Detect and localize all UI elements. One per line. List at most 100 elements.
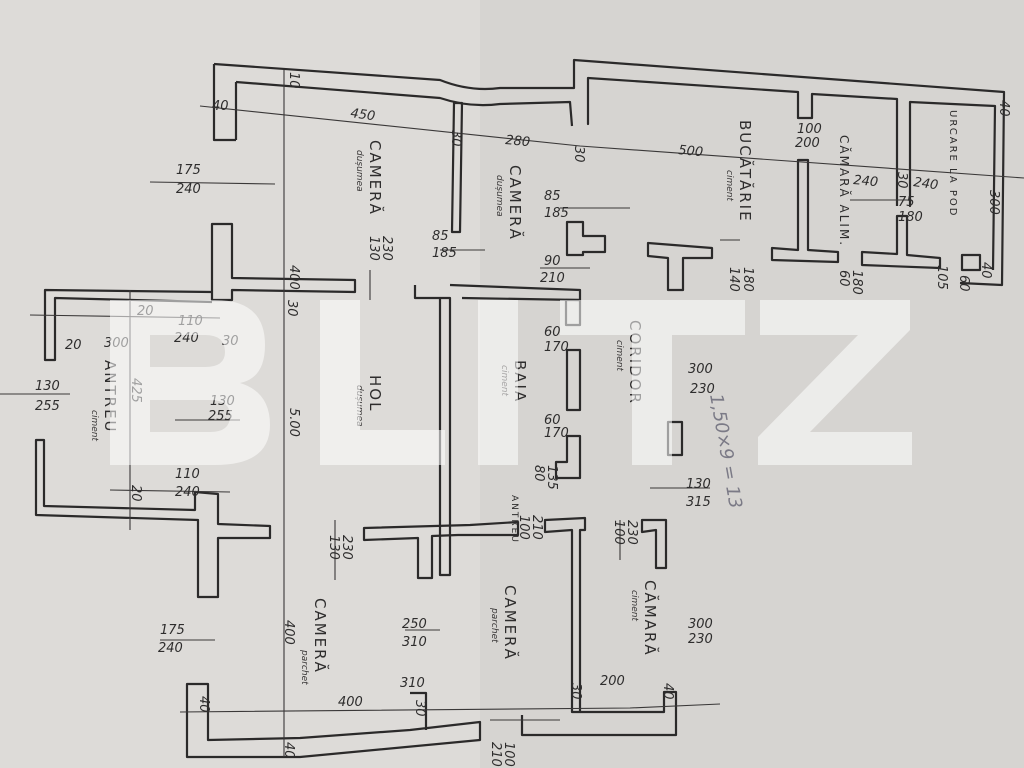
- dimension-label: 300: [986, 190, 1001, 215]
- wall-camera-divider: [450, 101, 464, 234]
- dimension-label: 30: [448, 130, 463, 147]
- dimension-label: 100: [516, 515, 531, 540]
- dimension-label: 230: [624, 520, 639, 545]
- wall-antreu: [43, 288, 213, 362]
- dimension-label: 85: [432, 229, 449, 244]
- wall-bottom-left: [34, 438, 272, 599]
- room-camera-bottom-mid: CAMERĂ: [501, 585, 520, 661]
- dimension-label: 315: [686, 495, 711, 510]
- floor-type: dușumea: [354, 150, 364, 192]
- dimension-label: 170: [544, 426, 569, 441]
- dimension-label: 280: [505, 133, 531, 150]
- dimension-label: 105: [934, 265, 949, 290]
- room-camera-top-mid: CAMERĂ: [506, 165, 525, 241]
- dimension-label: 60: [836, 270, 851, 287]
- dimension-label: 180: [849, 270, 864, 295]
- dimension-label: 10: [286, 72, 301, 89]
- dimension-label: 130: [686, 477, 711, 492]
- dimension-label: 175: [176, 163, 201, 178]
- dimension-label: 130: [326, 535, 341, 560]
- wall-left-window-pier: [210, 64, 357, 302]
- dimension-label: 135: [544, 465, 559, 490]
- paper-fold: [480, 0, 1024, 768]
- watermark-letter-i: [478, 300, 518, 465]
- dimension-label: 210: [488, 742, 503, 767]
- floor-type: parchet: [299, 649, 309, 685]
- dimension-label: 75: [898, 195, 915, 210]
- dimension-label: 40: [978, 262, 993, 279]
- dimension-label: 30: [284, 300, 299, 317]
- dimension-label: 240: [912, 175, 939, 193]
- dimension-label: 230: [690, 382, 715, 397]
- dimension-label: 30: [568, 683, 583, 700]
- dimension-label: 40: [281, 742, 296, 759]
- wall-kitchen-bottom: [770, 158, 982, 272]
- dimension-label: 80: [531, 465, 546, 482]
- watermark-logo: [110, 300, 912, 465]
- dimension-label: 180: [898, 210, 923, 225]
- watermark-letter-z: [758, 300, 912, 465]
- dimension-label: 60: [956, 275, 971, 292]
- dimension-label: 100: [501, 742, 516, 767]
- room-camara-alim: CĂMARĂ ALIM.: [837, 135, 852, 247]
- room-antreu-small: ANTREU: [509, 495, 519, 544]
- dimension-label: 240: [176, 182, 201, 197]
- dimension-label: 300: [688, 362, 713, 377]
- dimension-label: 450: [349, 106, 376, 124]
- dimension-label: 240: [158, 641, 183, 656]
- floor-type: dușumea: [494, 175, 504, 217]
- room-camara-bottom: CĂMARĂ: [641, 580, 660, 657]
- dimension-label: 40: [660, 683, 675, 700]
- dimension-label: 170: [544, 340, 569, 355]
- floor-type: ciment: [89, 410, 99, 441]
- wall-top-left: [213, 58, 1006, 287]
- dimension-label: 180: [740, 267, 755, 292]
- dimension-label: 40: [996, 100, 1011, 117]
- dimension-label: 100: [797, 122, 822, 137]
- dimension-label: 60: [544, 413, 561, 428]
- dimension-label: 255: [35, 399, 60, 414]
- dimension-label: 130: [366, 236, 381, 261]
- room-labels: CAMERĂ dușumea CAMERĂ dușumea BUCĂTĂRIE …: [89, 110, 958, 685]
- dimension-label: 90: [544, 254, 561, 269]
- floor-type: ciment: [629, 590, 639, 621]
- dimension-label: 200: [600, 674, 625, 689]
- dimension-label: 300: [688, 617, 713, 632]
- dimension-label: 30: [412, 700, 427, 717]
- dimension-label: 30: [571, 146, 586, 163]
- dimension-label: 100: [611, 520, 626, 545]
- dimension-label: 185: [432, 246, 457, 261]
- floor-type: ciment: [724, 170, 734, 201]
- wall-baia-door: [565, 220, 607, 257]
- dimension-label: 175: [160, 623, 185, 638]
- dimension-label: 400: [338, 695, 363, 710]
- dimension-label: 230: [688, 632, 713, 647]
- wall-hol-right: [413, 283, 582, 577]
- dimension-label: 60: [544, 325, 561, 340]
- dimension-label: 255: [208, 409, 233, 424]
- dimension-label: 20: [128, 485, 143, 502]
- room-bucatarie: BUCĂTĂRIE: [736, 120, 755, 223]
- room-hol: HOL: [366, 375, 384, 412]
- dimension-label: 140: [726, 267, 741, 292]
- dimension-label: 5.00: [286, 408, 301, 437]
- dimension-label: 210: [529, 515, 544, 540]
- wall-top-inner: [234, 76, 997, 271]
- dimension-label: 500: [678, 143, 704, 160]
- watermark-letter-b: [110, 300, 270, 465]
- dimension-label: 310: [402, 635, 427, 650]
- dimension-label: 240: [175, 485, 200, 500]
- dimension-label: 400: [281, 620, 296, 645]
- dimension-label: 400: [286, 265, 301, 290]
- dimension-label: 85: [544, 189, 561, 204]
- watermark-letter-l: [320, 300, 445, 465]
- dimension-label: 230: [379, 236, 394, 261]
- dimension-label: 230: [339, 535, 354, 560]
- watermark-letter-t: [560, 300, 745, 465]
- dimension-label: 130: [35, 379, 60, 394]
- dimension-label: 200: [795, 136, 820, 151]
- dimension-label: 110: [175, 467, 200, 482]
- dimension-label: 20: [65, 338, 82, 353]
